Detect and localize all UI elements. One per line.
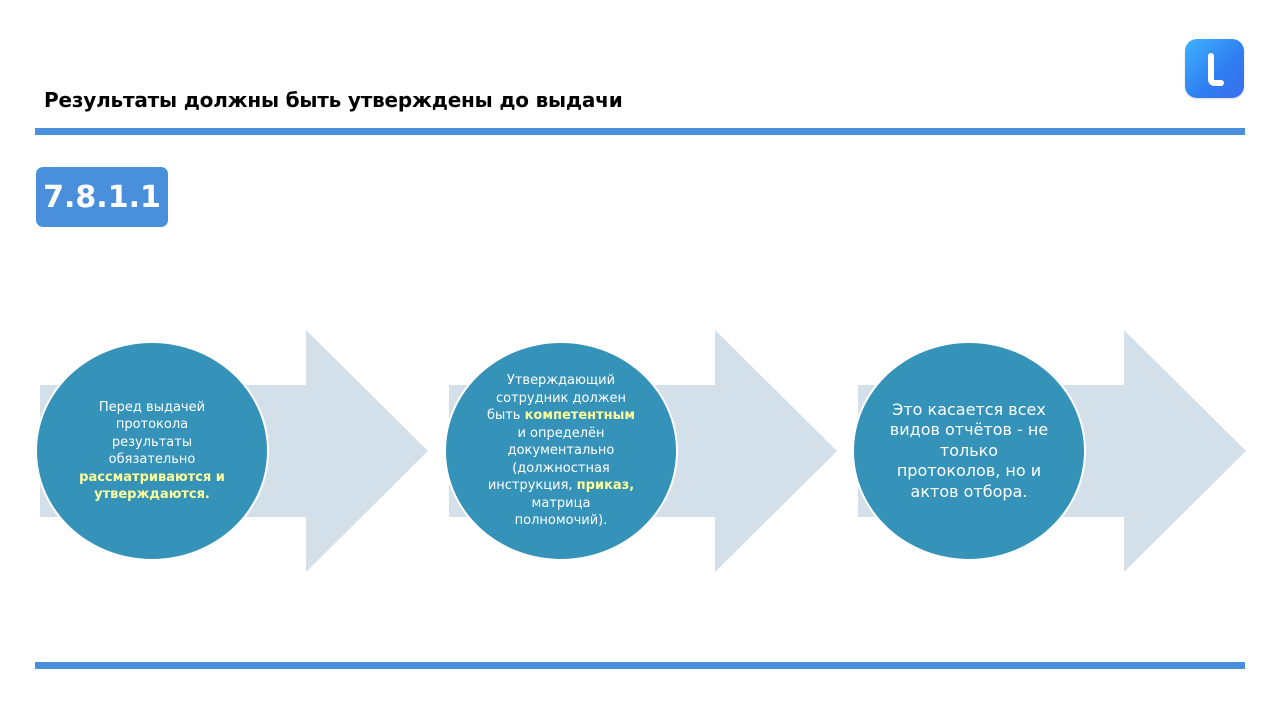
step-3-circle: Это касается всех видов отчётов - не тол… bbox=[852, 341, 1086, 561]
step-2-line: сотрудник должен bbox=[495, 390, 626, 406]
step-1-highlight-line: рассматриваются и bbox=[79, 469, 225, 485]
step-2-line-prefix: инструкция, bbox=[487, 478, 577, 494]
step-1-text: Перед выдачей протокола результаты обяза… bbox=[79, 399, 225, 504]
step-1-highlight-line: утверждаются. bbox=[94, 487, 210, 502]
step-3-line: Это касается всех bbox=[892, 399, 1046, 419]
step-1-line: Перед выдачей bbox=[98, 399, 206, 415]
page-title: Результаты должны быть утверждены до выд… bbox=[44, 88, 623, 112]
bottom-divider bbox=[35, 662, 1245, 669]
step-3-line: видов отчётов - не bbox=[889, 420, 1049, 440]
step-1-line: результаты bbox=[111, 434, 193, 450]
step-3-line: протоколов, но и bbox=[896, 461, 1042, 481]
step-2-line: и определён bbox=[517, 425, 605, 441]
step-3-line: актов отбора. bbox=[910, 481, 1028, 501]
step-2-line: (должностная bbox=[512, 460, 610, 476]
step-2-text: Утверждающий сотрудник должен быть компе… bbox=[487, 372, 635, 530]
step-1-line: обязательно bbox=[108, 452, 196, 467]
step-2-highlight-word: приказ, bbox=[576, 478, 635, 494]
step-1-circle: Перед выдачей протокола результаты обяза… bbox=[35, 341, 269, 561]
step-2-line: матрица bbox=[531, 495, 591, 511]
step-3-line: только bbox=[939, 440, 999, 460]
step-3-text: Это касается всех видов отчётов - не тол… bbox=[890, 400, 1048, 503]
step-2-circle: Утверждающий сотрудник должен быть компе… bbox=[444, 341, 678, 561]
step-2-line: инструкция, приказ, bbox=[487, 477, 635, 495]
step-2-line: быть компетентным bbox=[487, 407, 635, 425]
step-2-line: полномочий). bbox=[514, 513, 608, 529]
step-2-line-prefix: быть bbox=[486, 408, 525, 424]
step-2-line: документально bbox=[507, 443, 615, 459]
top-divider bbox=[35, 128, 1245, 135]
brand-logo-icon bbox=[1185, 39, 1244, 98]
step-2-highlight-word: компетентным bbox=[524, 408, 636, 424]
step-1-line: протокола bbox=[115, 417, 189, 432]
step-2-line: Утверждающий bbox=[506, 373, 616, 389]
section-badge: 7.8.1.1 bbox=[36, 167, 168, 227]
